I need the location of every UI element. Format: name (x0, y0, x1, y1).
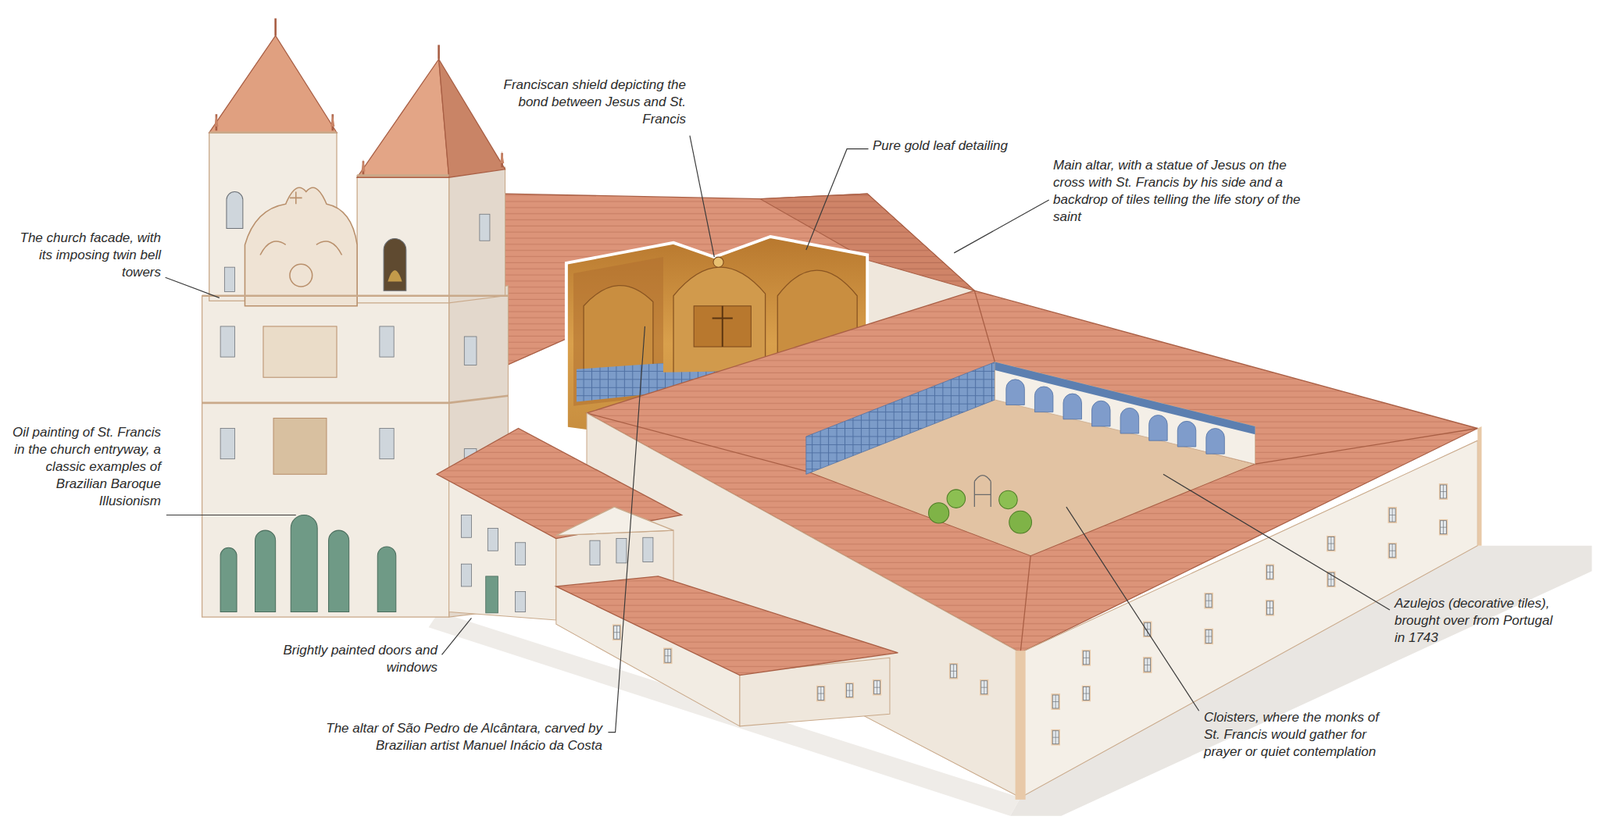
leader-lines-part (166, 514, 297, 516)
church-facade (202, 18, 509, 618)
front-wing-part (612, 624, 622, 641)
callout-label: Main altar, with a statue of Jesus on th… (1053, 157, 1311, 226)
convent-walls-part (1477, 426, 1482, 547)
convent-walls-part (1326, 571, 1336, 588)
front-wing-part (515, 591, 526, 612)
front-wing-part (616, 539, 627, 564)
callout-label: The altar of São Pedro de Alcântara, car… (289, 720, 603, 755)
leader-lines-part (1163, 474, 1390, 611)
convent-walls-part (1387, 542, 1397, 560)
leader-lines-part (1066, 507, 1200, 711)
convent-walls-part (1081, 685, 1091, 703)
chapel-cutaway-part (693, 306, 751, 347)
front-wing-part (844, 682, 854, 700)
callout-label: Franciscan shield depicting the bond bet… (475, 76, 686, 129)
front-wing-part (589, 540, 600, 565)
callout-label: Pure gold leaf detailing (872, 137, 1061, 155)
callout-label: The church facade, with its imposing twi… (8, 229, 161, 282)
church-facade-part (260, 192, 342, 256)
chapel-cutaway-part (712, 306, 733, 347)
cloister-arcade (806, 362, 1256, 475)
church-facade-part (202, 132, 509, 404)
front-wing-part (436, 428, 682, 540)
courtyard-garden-part (1009, 510, 1033, 534)
church-facade-part (214, 114, 504, 172)
leader-lines-part (806, 149, 869, 250)
courtyard-garden-part (946, 489, 966, 509)
church-facade-part (479, 214, 490, 241)
church-facade-part (244, 187, 358, 306)
convent-walls-part (1081, 650, 1091, 667)
front-wing-part (663, 647, 673, 665)
courtyard-garden (928, 475, 1033, 534)
convent-walls-part (1050, 693, 1061, 711)
church-facade-part (379, 428, 394, 460)
leader-lines-part (607, 326, 645, 733)
front-wing-part (460, 564, 472, 587)
convent-walls-part (1142, 657, 1153, 674)
church-facade-part (387, 270, 402, 282)
leader-lines-part (165, 277, 220, 298)
convent-walls-part (1387, 507, 1397, 524)
convent-walls-part (1203, 628, 1214, 645)
leader-lines-part (689, 135, 715, 258)
leader-lines (165, 135, 1390, 733)
convent-walls-part (1265, 600, 1275, 617)
front-wing-part (556, 576, 899, 676)
front-wing-part (487, 528, 498, 551)
front-wing-part (485, 576, 499, 614)
church-facade-part (220, 515, 397, 613)
church-facade-part (216, 18, 503, 176)
leader-lines-part (442, 617, 472, 655)
church-facade-part (379, 326, 394, 358)
callout-label: Azulejos (decorative tiles), brought ove… (1394, 595, 1563, 647)
front-wing-part (460, 515, 472, 539)
convent-walls-part (1050, 729, 1061, 747)
chapel-cutaway-part (713, 257, 724, 268)
callout-label: Brightly painted doors and windows (273, 642, 438, 677)
convent-walls-part (1142, 621, 1153, 638)
front-wing (436, 428, 898, 727)
church-facade-part (226, 192, 243, 229)
chapel-cutaway-part (573, 257, 664, 407)
callout-label: Cloisters, where the monks of St. Franci… (1203, 709, 1392, 761)
church-facade-part (263, 326, 337, 378)
convent-walls-part (1439, 483, 1449, 500)
church-facade-part (202, 296, 450, 618)
church-facade-part (383, 239, 407, 292)
courtyard-garden-part (999, 490, 1018, 510)
front-wing-part (872, 679, 883, 697)
leader-lines-part (953, 200, 1049, 254)
front-wing-part (642, 537, 654, 562)
church-facade-part (357, 59, 450, 178)
church-facade-part (209, 35, 337, 133)
convent-walls-part (949, 663, 959, 680)
front-wing-part (515, 542, 526, 566)
front-wing-part (816, 685, 826, 703)
cloister-arcade-part (806, 362, 996, 475)
church-facade-part (220, 326, 235, 358)
convent-walls-part (1015, 650, 1026, 800)
church-facade-part (357, 175, 450, 304)
convent-walls-part (979, 679, 990, 697)
church-facade-part (449, 167, 506, 304)
church-facade-part (289, 264, 313, 287)
callout-label: Oil painting of St. Francis in the churc… (8, 424, 161, 511)
courtyard-garden-part (974, 475, 991, 508)
cloister-arcade-part (994, 362, 1255, 465)
convent-walls-part (1203, 592, 1214, 610)
convent-walls-part (1326, 535, 1336, 553)
church-facade-part (224, 267, 235, 292)
church-facade-part (439, 59, 506, 178)
courtyard-garden-part (928, 503, 950, 524)
church-facade-part (464, 336, 477, 366)
convent-walls-part (1439, 519, 1449, 536)
front-wing-part (556, 507, 674, 536)
church-facade-part (220, 428, 235, 460)
cloister-arcade-part (1006, 379, 1225, 454)
convent-walls-part (1265, 564, 1275, 581)
church-facade-part (273, 417, 327, 475)
